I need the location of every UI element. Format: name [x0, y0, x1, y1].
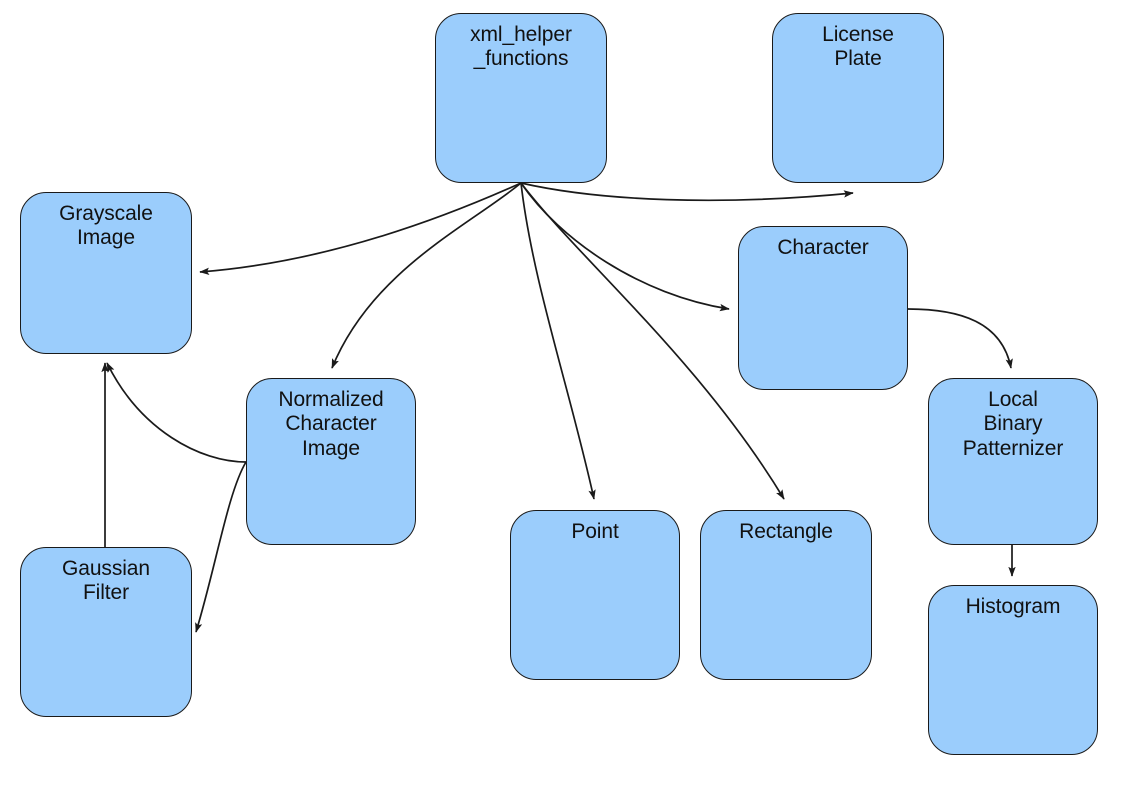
node-point[interactable]: Point	[510, 510, 680, 680]
node-label-license-plate: License Plate	[822, 23, 894, 71]
node-normalized-character-image[interactable]: Normalized Character Image	[246, 378, 416, 545]
node-character[interactable]: Character	[738, 226, 908, 390]
node-license-plate[interactable]: License Plate	[772, 13, 944, 183]
node-xml-helper-functions[interactable]: xml_helper _functions	[435, 13, 607, 183]
node-label-rectangle: Rectangle	[739, 520, 833, 543]
node-label-local-binary-patternizer: Local Binary Patternizer	[962, 388, 1064, 460]
node-label-point: Point	[571, 520, 619, 543]
node-label-grayscale-image: Grayscale Image	[59, 202, 153, 250]
node-label-gaussian-filter: Gaussian Filter	[62, 557, 150, 605]
node-label-normalized-character-image: Normalized Character Image	[278, 388, 384, 460]
node-grayscale-image[interactable]: Grayscale Image	[20, 192, 192, 354]
node-local-binary-patternizer[interactable]: Local Binary Patternizer	[928, 378, 1098, 545]
node-rectangle[interactable]: Rectangle	[700, 510, 872, 680]
node-label-character: Character	[777, 236, 869, 259]
node-label-histogram: Histogram	[965, 595, 1061, 618]
node-histogram[interactable]: Histogram	[928, 585, 1098, 755]
node-gaussian-filter[interactable]: Gaussian Filter	[20, 547, 192, 717]
node-label-xml-helper-functions: xml_helper _functions	[470, 23, 572, 71]
